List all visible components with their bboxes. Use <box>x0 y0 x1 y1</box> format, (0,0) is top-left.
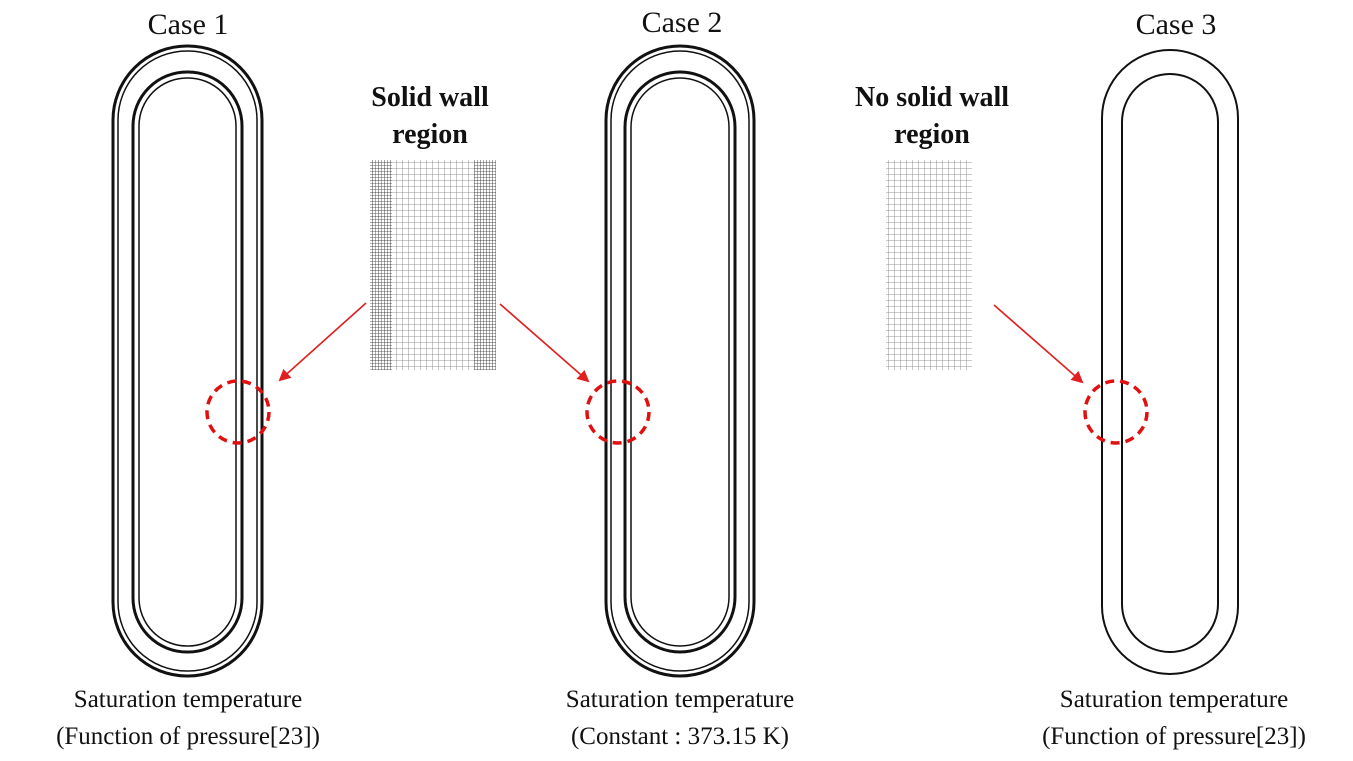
case-3-caption-line2: (Function of pressure[23]) <box>1042 723 1306 750</box>
solid-wall-label-line1: Solid wall <box>371 82 489 113</box>
case-2-highlight-circle <box>585 379 651 445</box>
case-1-caption-line2: (Function of pressure[23]) <box>56 723 320 750</box>
case-1-geometry <box>111 44 264 678</box>
case-2-title: Case 2 <box>642 6 723 39</box>
case-3-title: Case 3 <box>1136 8 1217 41</box>
solid-wall-mesh <box>370 160 496 370</box>
case-3-highlight-circle <box>1083 379 1149 445</box>
arrow-to-case-2 <box>499 303 590 383</box>
case-2-geometry <box>604 44 756 678</box>
case-2-caption-line1: Saturation temperature <box>566 686 794 713</box>
case-2-caption-line2: (Constant : 373.15 K) <box>571 723 789 750</box>
case-3-caption-line1: Saturation temperature <box>1060 686 1288 713</box>
case-3-geometry <box>1101 49 1239 675</box>
no-solid-wall-label-line2: region <box>894 119 970 150</box>
arrow-to-case-1 <box>278 302 367 382</box>
no-solid-wall-mesh <box>886 160 972 370</box>
no-solid-wall-label-line1: No solid wall <box>855 82 1009 113</box>
case-1-caption-line1: Saturation temperature <box>74 686 302 713</box>
case-1-highlight-circle <box>205 379 271 445</box>
solid-wall-label-line2: region <box>392 119 468 150</box>
case-1-title: Case 1 <box>148 8 229 41</box>
arrow-to-case-3 <box>993 304 1084 384</box>
